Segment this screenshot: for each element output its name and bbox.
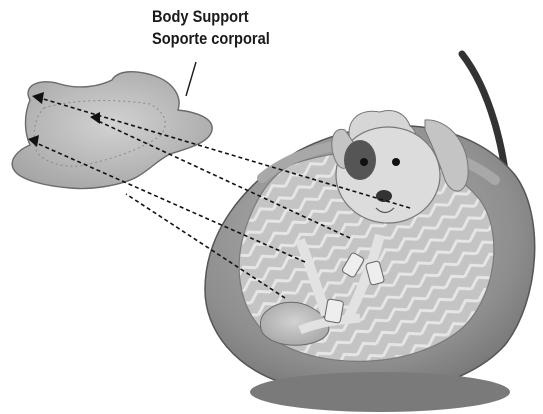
callout-leader xyxy=(186,62,196,96)
callout-label-spanish: Soporte corporal xyxy=(152,28,270,50)
harness-buckle-center xyxy=(324,299,344,323)
puppy-eye-patch xyxy=(344,140,376,180)
seat-base xyxy=(250,372,510,412)
puppy-nose xyxy=(376,190,392,202)
puppy-eye-right xyxy=(392,158,400,166)
callout-label: Body Support Soporte corporal xyxy=(152,6,270,50)
body-support-icon xyxy=(12,72,212,189)
callout-label-english: Body Support xyxy=(152,6,270,28)
puppy-eye-left xyxy=(360,158,368,166)
